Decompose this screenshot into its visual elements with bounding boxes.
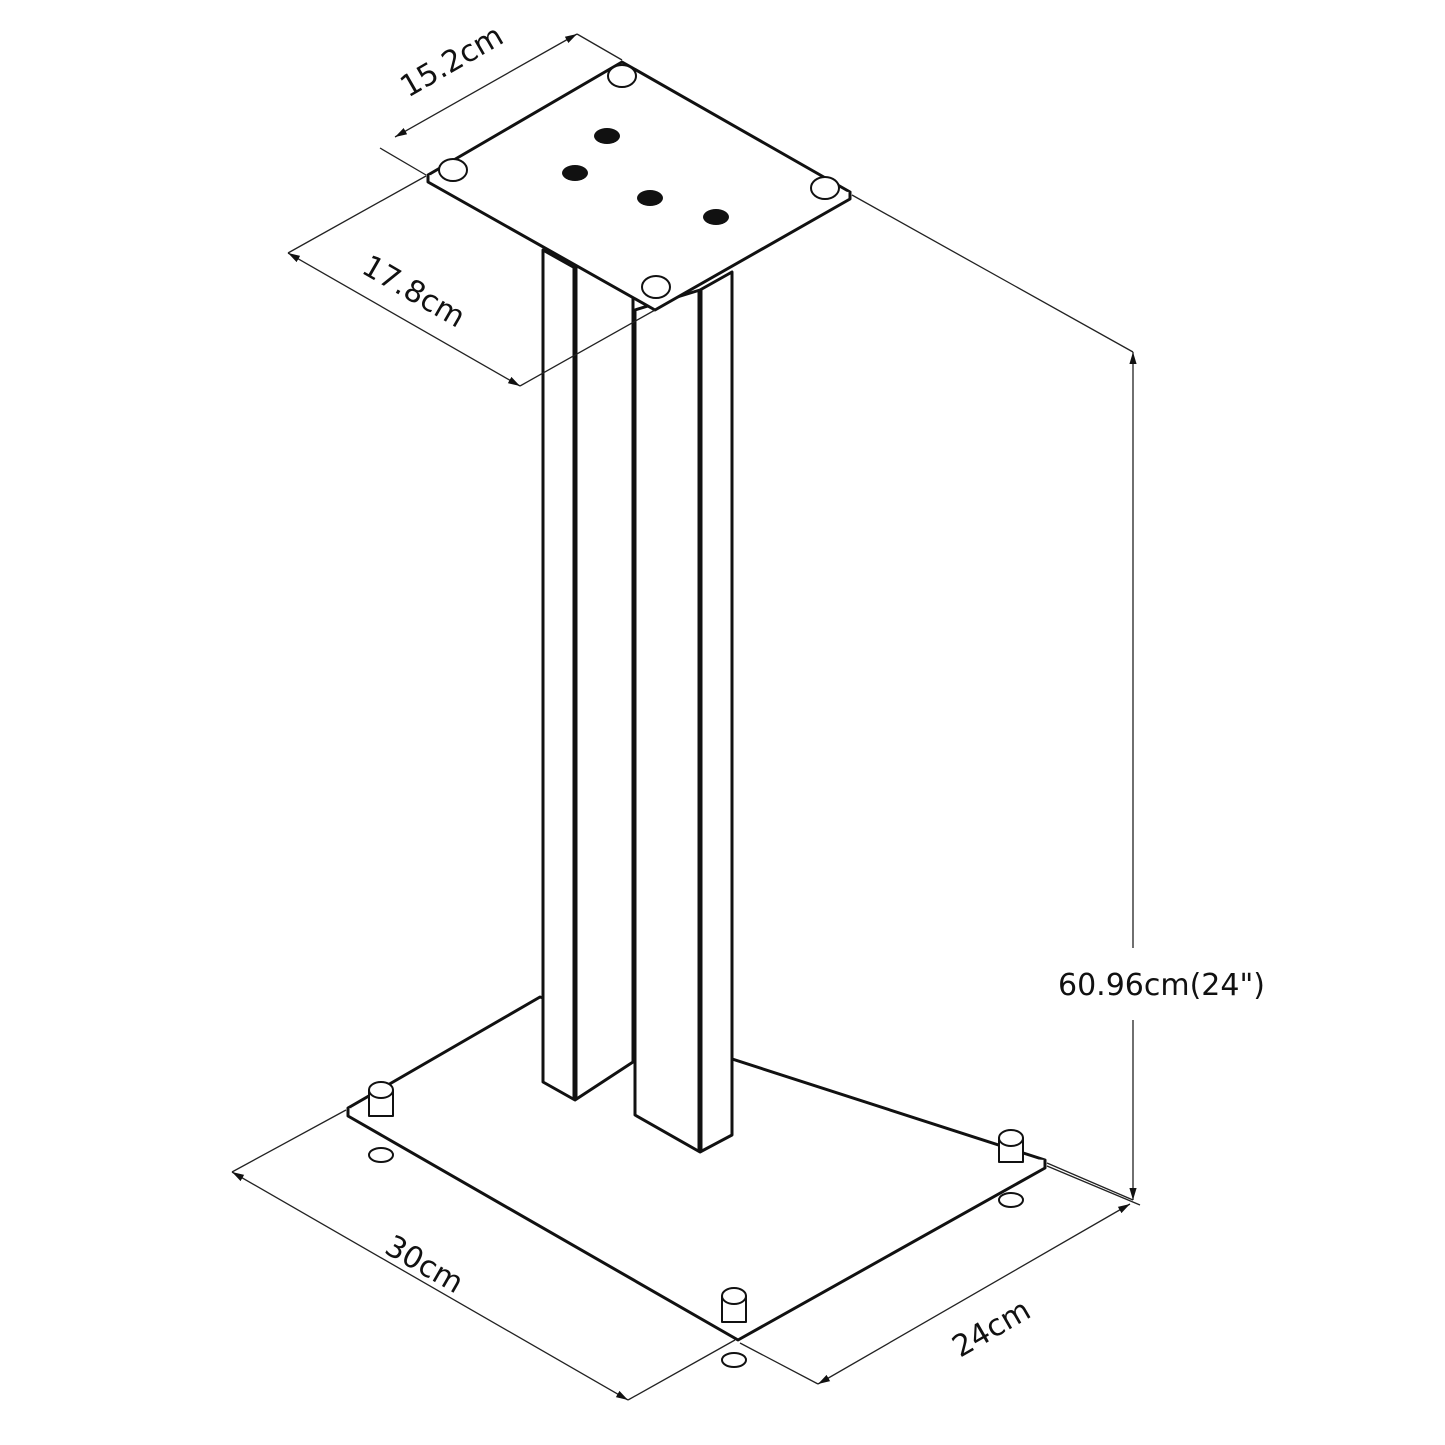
label-top-depth: 17.8cm: [356, 249, 471, 336]
top-plate: [426, 60, 852, 312]
rubber-pad: [607, 64, 637, 88]
label-top-width: 15.2cm: [395, 18, 510, 105]
dimension-base-length: [231, 1109, 736, 1401]
mounting-hole: [594, 128, 620, 144]
mounting-hole: [637, 190, 663, 206]
rubber-pad: [810, 176, 840, 200]
column-right: [633, 270, 734, 1154]
label-base-length: 30cm: [379, 1229, 469, 1301]
dimension-height: [851, 194, 1137, 1201]
mounting-hole: [703, 209, 729, 225]
label-base-width: 24cm: [947, 1293, 1037, 1365]
spike-feet: [368, 1081, 1024, 1368]
label-height: 60.96cm(24"): [1058, 968, 1265, 1003]
column-left: [541, 233, 635, 1102]
dimension-base-width: [739, 1165, 1141, 1385]
dimension-top-depth: [287, 175, 656, 387]
mounting-hole: [562, 165, 588, 181]
rubber-pad: [641, 275, 671, 299]
rubber-pad: [438, 158, 468, 182]
dimension-top-width: [379, 33, 623, 176]
